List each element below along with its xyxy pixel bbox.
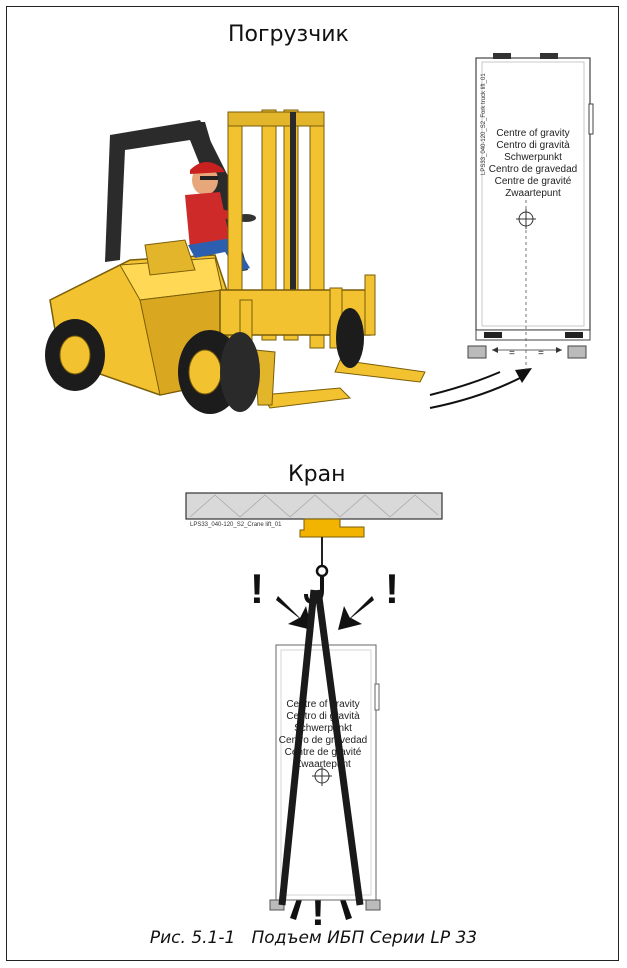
cg-label-1: Centre of gravity <box>496 128 569 139</box>
cg-label-3: Schwerpunkt <box>504 152 562 163</box>
dim-mark-right: = <box>538 348 544 359</box>
dim-mark-left: = <box>509 348 515 359</box>
figure-caption: Рис. 5.1-1 Подъем ИБП Серии LP 33 <box>0 928 627 948</box>
warning-mark-left: ! <box>250 565 264 612</box>
cg-label-6: Zwaartepunt <box>505 188 561 199</box>
drawing-code-crane: LPS33_040-120_S2_Crane lift_01 <box>190 522 282 528</box>
cg-label-4: Centro de gravedad <box>489 164 577 175</box>
warning-mark-right: ! <box>385 565 399 612</box>
cg-label-5: Centre de gravité <box>495 176 572 187</box>
cg-label-b1: Centre of gravity <box>286 699 359 710</box>
crane-hook <box>300 519 364 602</box>
cg-label-2: Centro di gravità <box>496 140 570 151</box>
forklift-illustration <box>45 110 532 414</box>
ups-cabinet-top: = = LPS33_040-120_S2_Fork truck lift_01 … <box>468 53 593 370</box>
cg-label-b4: Centro de gravedad <box>279 735 367 746</box>
drawing-code-top: LPS33_040-120_S2_Fork truck lift_01 <box>481 73 487 175</box>
